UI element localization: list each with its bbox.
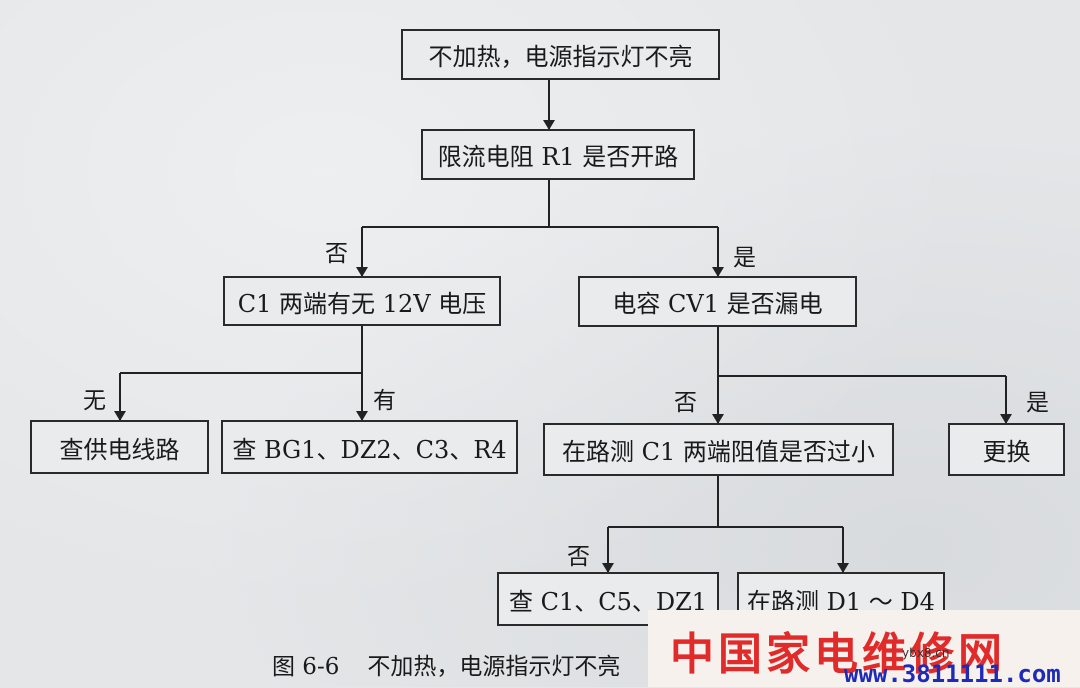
- node-c1-voltage: C1 两端有无 12V 电压: [223, 276, 501, 326]
- node-r1-open: 限流电阻 R1 是否开路: [421, 129, 695, 180]
- label-c1-none: 无: [83, 388, 106, 414]
- node-measure-c1: 在路测 C1 两端阻值是否过小: [543, 423, 894, 476]
- watermark-title: 中国家电维修网: [670, 629, 1006, 680]
- watermark: 中国家电维修网 ybx8.cn www.3811111.com: [648, 610, 1080, 688]
- node-replace: 更换: [948, 423, 1065, 476]
- node-check-supply: 查供电线路: [30, 420, 209, 474]
- watermark-url: www.3811111.com: [844, 660, 1061, 688]
- label-r1-no: 否: [325, 241, 348, 267]
- label-cv1-no: 否: [674, 390, 697, 416]
- label-c1-has: 有: [373, 388, 396, 414]
- label-measure-no: 否: [567, 544, 590, 570]
- figure-number: 图 6-6: [272, 654, 340, 680]
- figure-caption: 图 6-6 不加热，电源指示灯不亮: [272, 647, 620, 681]
- label-cv1-yes: 是: [1026, 390, 1049, 416]
- node-start: 不加热，电源指示灯不亮: [401, 29, 720, 80]
- label-r1-yes: 是: [733, 245, 756, 271]
- node-check-bg1: 查 BG1、DZ2、C3、R4: [221, 420, 518, 474]
- figure-title: 不加热，电源指示灯不亮: [367, 654, 621, 680]
- node-cv1-leak: 电容 CV1 是否漏电: [578, 276, 857, 327]
- watermark-small-text: ybx8.cn: [902, 646, 950, 660]
